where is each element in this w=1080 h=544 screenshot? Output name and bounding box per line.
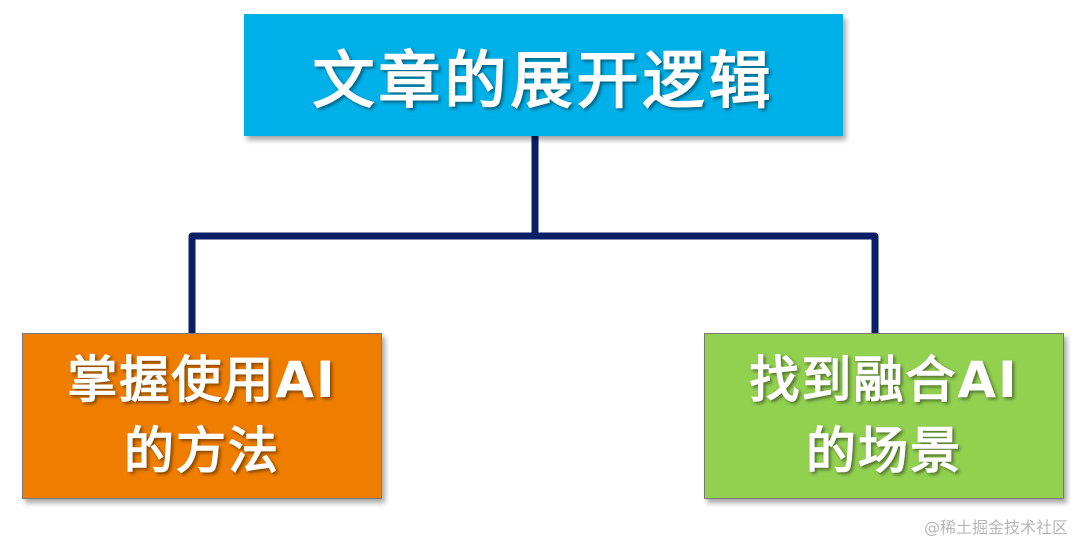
watermark: @稀土掘金技术社区 (923, 518, 1068, 537)
child-node-ai-scenario: 找到融合AI 的场景 (704, 333, 1064, 499)
child-node-ai-method: 掌握使用AI 的方法 (22, 333, 382, 499)
root-node: 文章的展开逻辑 (244, 14, 843, 136)
tree-connector (188, 132, 879, 337)
